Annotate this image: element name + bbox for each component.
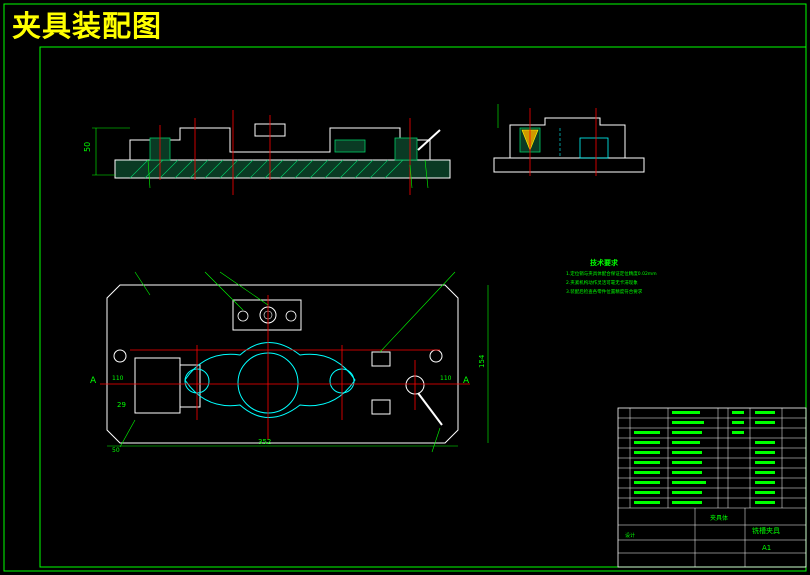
svg-text:A: A — [463, 376, 470, 386]
svg-text:A: A — [90, 376, 97, 386]
plan-bottom-dim: 50 — [112, 447, 120, 454]
title-block-company: 夹具体 — [710, 514, 728, 522]
plan-right-small-dim: 110 — [440, 375, 452, 382]
plan-offset-dim: 29 — [117, 401, 126, 409]
title-block-designer: 设计 — [625, 532, 635, 539]
title-block: 夹具体 铣槽夹具 A1 设计 — [617, 407, 807, 568]
page-title: 夹具装配图 — [12, 9, 163, 43]
plan-left-small-dim: 110 — [112, 375, 124, 382]
tech-req-item: 1.定位销与夹具体配合保证定位精度0.02mm — [566, 270, 657, 277]
tech-requirements: 技术要求 1.定位销与夹具体配合保证定位精度0.02mm 2.夹紧机构动作灵活可… — [566, 258, 657, 295]
plan-width-dim: 352 — [258, 438, 271, 446]
title-block-scale: A1 — [762, 544, 771, 552]
title-block-drawing-name: 铣槽夹具 — [752, 526, 780, 535]
plan-height-dim: 154 — [478, 354, 486, 368]
inner-border — [39, 46, 807, 568]
outer-border — [3, 3, 807, 572]
plan-view: A A 352 154 29 110 110 50 — [90, 271, 489, 454]
tech-req-item: 2.夹紧机构动作灵活可靠无卡滞现象 — [566, 279, 638, 286]
side-section-view — [493, 104, 645, 176]
front-height-dim: 50 — [83, 142, 92, 152]
tech-req-heading: 技术要求 — [590, 258, 619, 267]
tech-req-item: 3.装配后检查各零件位置精度符合要求 — [566, 288, 643, 295]
front-section-view: 50 — [83, 110, 451, 195]
